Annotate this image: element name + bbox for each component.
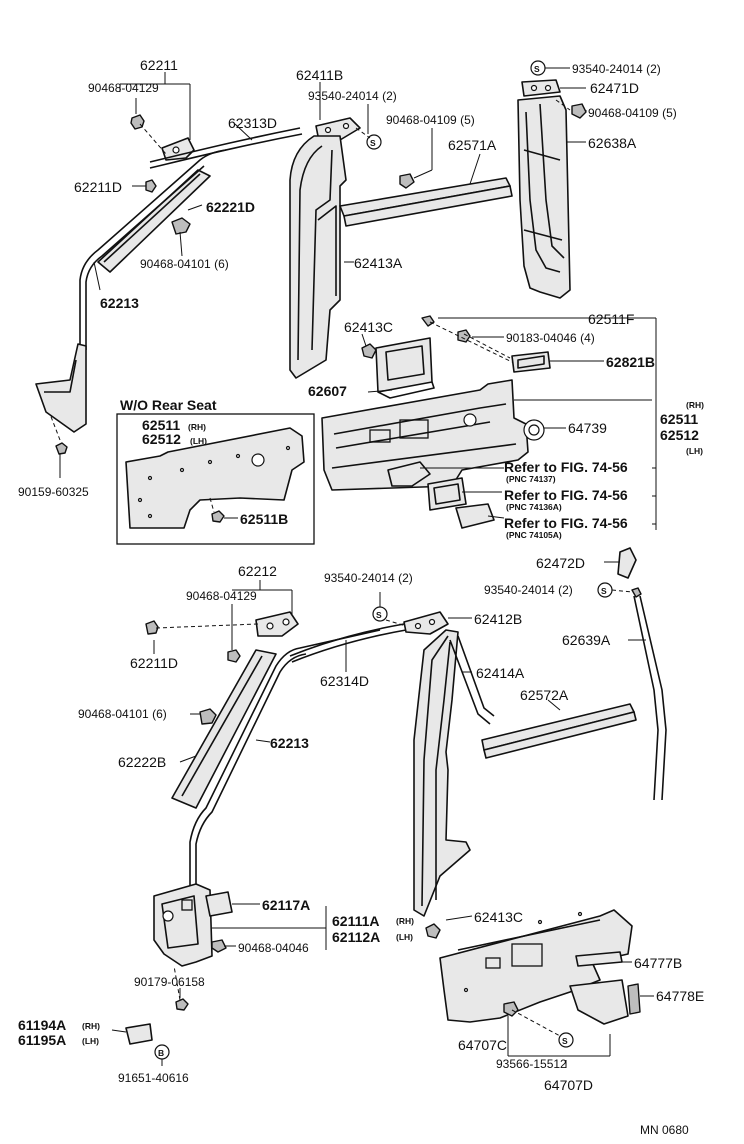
s-mark-1: S [370, 138, 376, 148]
label-62511B: 62511B [240, 511, 288, 527]
label-62414A: 62414A [476, 665, 525, 681]
label-62314D: 62314D [320, 673, 369, 689]
label-62413C-a: 62413C [344, 319, 393, 335]
label-93540-b: 93540-24014 (2) [572, 62, 661, 76]
label-62511F: 62511F [588, 311, 634, 327]
label-62222B: 62222B [118, 754, 166, 770]
label-wo-title: W/O Rear Seat [120, 397, 217, 413]
label-rh-a: (RH) [686, 400, 704, 410]
label-wo-62512: 62512 [142, 431, 181, 447]
label-wo-lh: (LH) [190, 436, 207, 446]
label-90468-04129-b: 90468-04129 [186, 589, 257, 603]
label-lh-b: (LH) [396, 932, 413, 942]
wo-rear-seat-box [116, 413, 315, 545]
label-62511: 62511 [660, 411, 698, 427]
label-62211: 62211 [140, 57, 178, 73]
label-62638A: 62638A [588, 135, 637, 151]
label-93540-a: 93540-24014 (2) [308, 89, 397, 103]
label-93540-d: 93540-24014 (2) [484, 583, 573, 597]
label-90183: 90183-04046 (4) [506, 331, 595, 345]
label-62117A: 62117A [262, 897, 310, 913]
label-62313D: 62313D [228, 115, 277, 131]
label-90468-04109-b: 90468-04109 (5) [588, 106, 677, 120]
label-rh-b: (RH) [396, 916, 414, 926]
label-62512: 62512 [660, 427, 699, 443]
label-64739: 64739 [568, 420, 607, 436]
rear-pillar-upper-assembly [517, 79, 587, 299]
label-62211D-a: 62211D [74, 179, 122, 195]
fastener-marks: S S S S S B [158, 64, 607, 1058]
label-ref1: Refer to FIG. 74-56 [504, 459, 628, 475]
label-pnc3: (PNC 74105A) [506, 530, 562, 540]
label-64777B: 64777B [634, 955, 682, 971]
label-62111A: 62111A [332, 913, 380, 929]
label-61194A: 61194A [18, 1017, 66, 1033]
label-wo-rh: (RH) [188, 422, 206, 432]
label-lh-a: (LH) [686, 446, 703, 456]
label-62212: 62212 [238, 563, 277, 579]
label-62572A: 62572A [520, 687, 569, 703]
leaders-top-left [49, 72, 253, 478]
label-64778E: 64778E [656, 988, 704, 1004]
rear-side-panel [321, 315, 551, 529]
label-91651: 91651-40616 [118, 1071, 189, 1085]
a-pillar-upper-assembly [35, 114, 303, 455]
label-64707D: 64707D [544, 1077, 593, 1093]
label-90468-04101-a: 90468-04101 (6) [140, 257, 229, 271]
label-pnc1: (PNC 74137) [506, 474, 556, 484]
b-mark: B [158, 1048, 164, 1058]
label-62411B: 62411B [296, 67, 343, 83]
label-62639A: 62639A [562, 632, 611, 648]
label-62413C-b: 62413C [474, 909, 523, 925]
label-90468-04129-a: 90468-04129 [88, 81, 159, 95]
leaders-bottom [111, 561, 654, 1068]
label-62412B: 62412B [474, 611, 522, 627]
leaders-top-right [319, 60, 657, 530]
label-62571A: 62571A [448, 137, 497, 153]
s-mark-4: S [601, 586, 607, 596]
rear-pillar-lower-assembly [439, 547, 667, 1048]
label-62213-b: 62213 [270, 735, 309, 751]
s-mark-3: S [376, 610, 382, 620]
center-pillar-upper-assembly [289, 117, 513, 399]
label-62607: 62607 [308, 383, 347, 399]
label-90179: 90179-06158 [134, 975, 205, 989]
label-62821B: 62821B [606, 354, 655, 370]
label-pnc2: (PNC 74136A) [506, 502, 562, 512]
label-lh-c: (LH) [82, 1036, 99, 1046]
label-ref3: Refer to FIG. 74-56 [504, 515, 628, 531]
label-rh-c: (RH) [82, 1021, 100, 1031]
callout-labels: 62211 90468-04129 62313D 62211D 62221D 9… [18, 57, 704, 1137]
label-62112A: 62112A [332, 929, 380, 945]
label-drawing-code: MN 0680 [640, 1123, 689, 1137]
s-mark-5: S [562, 1036, 568, 1046]
label-90468-04101-b: 90468-04101 (6) [78, 707, 167, 721]
label-62221D: 62221D [206, 199, 255, 215]
a-pillar-lower-assembly [125, 611, 407, 1060]
label-93566: 93566-15512 [496, 1057, 567, 1071]
s-mark-2: S [534, 64, 540, 74]
label-62211D-b: 62211D [130, 655, 178, 671]
label-61195A: 61195A [18, 1032, 66, 1048]
label-62472D: 62472D [536, 555, 585, 571]
label-62213-a: 62213 [100, 295, 139, 311]
label-wo-62511: 62511 [142, 417, 180, 433]
label-90468-04109-a: 90468-04109 (5) [386, 113, 475, 127]
label-93540-c: 93540-24014 (2) [324, 571, 413, 585]
label-62471D: 62471D [590, 80, 639, 96]
label-62413A: 62413A [354, 255, 403, 271]
label-90159: 90159-60325 [18, 485, 89, 499]
label-90468-04046: 90468-04046 [238, 941, 309, 955]
center-pillar-lower-assembly [403, 611, 637, 939]
label-ref2: Refer to FIG. 74-56 [504, 487, 628, 503]
label-64707C: 64707C [458, 1037, 507, 1053]
